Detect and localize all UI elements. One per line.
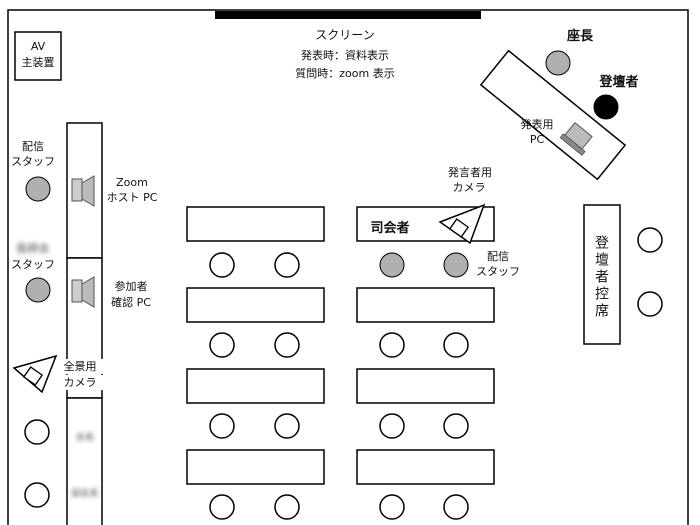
streaming-staff-seat bbox=[25, 176, 51, 202]
empty-seat bbox=[209, 252, 235, 278]
audience-table bbox=[356, 287, 495, 323]
empty-seat bbox=[274, 332, 300, 358]
empty-seat bbox=[379, 332, 405, 358]
screen-note-presentation: 発表時：資料表示 bbox=[301, 49, 389, 62]
empty-seat bbox=[443, 332, 469, 358]
empty-seat bbox=[24, 419, 50, 445]
wide-camera-label: 全景用 bbox=[57, 359, 103, 374]
empty-seat bbox=[209, 332, 235, 358]
audience-table bbox=[186, 449, 325, 485]
audience-table bbox=[186, 206, 325, 242]
questioner-camera-label-sub: カメラ bbox=[452, 181, 486, 194]
empty-seat bbox=[443, 413, 469, 439]
audience-table bbox=[356, 449, 495, 485]
zoom-host-pc-label-sub: ホスト PC bbox=[106, 191, 158, 204]
empty-seat bbox=[443, 494, 469, 520]
speaker-waiting-area bbox=[583, 204, 621, 345]
staff-seat bbox=[379, 252, 405, 278]
zoom-host-pc-icon bbox=[71, 175, 95, 207]
av-label-sub: 主装置 bbox=[21, 56, 55, 69]
questioner-camera-label: 発言者用 bbox=[448, 166, 492, 179]
streaming-staff-right-label-sub: スタッフ bbox=[476, 265, 520, 278]
screen-note-questions: 質問時：zoom 表示 bbox=[295, 67, 395, 80]
empty-seat bbox=[209, 494, 235, 520]
empty-seat bbox=[209, 413, 235, 439]
wide-camera-label-sub: カメラ bbox=[57, 375, 103, 390]
podium-laptop-icon bbox=[559, 121, 593, 156]
moderator-label: 司会者 bbox=[370, 221, 410, 236]
audience-table bbox=[186, 287, 325, 323]
podium-desk bbox=[479, 49, 627, 181]
participant-pc-icon bbox=[71, 276, 95, 308]
zoom-host-pc-label: Zoom bbox=[116, 176, 148, 189]
left-desk-bottom bbox=[66, 397, 103, 525]
podium-pc-label-sub: PC bbox=[529, 133, 545, 146]
chair-seat bbox=[545, 50, 571, 76]
staff-seat-2 bbox=[25, 277, 51, 303]
screen-title: スクリーン bbox=[315, 28, 375, 42]
streaming-staff-right-label: 配信 bbox=[487, 250, 509, 263]
chair-label: 座長 bbox=[566, 29, 593, 44]
wide-camera-icon bbox=[12, 354, 58, 394]
podium-pc-label: 発表用 bbox=[520, 118, 554, 131]
empty-seat bbox=[637, 227, 663, 253]
av-main-unit bbox=[14, 31, 62, 81]
questioner-camera-icon bbox=[438, 203, 486, 245]
participant-pc-label-sub: 確認 PC bbox=[111, 296, 151, 309]
empty-seat bbox=[379, 413, 405, 439]
audience-table bbox=[356, 368, 495, 404]
av-label: AV bbox=[30, 40, 46, 53]
staff-label: スタッフ bbox=[11, 258, 55, 271]
speaker-waiting-label: 登壇者控席 bbox=[593, 234, 609, 320]
empty-seat bbox=[379, 494, 405, 520]
streaming-staff-label: 配信 bbox=[22, 140, 44, 153]
speaker-label: 登壇者 bbox=[599, 75, 639, 90]
participant-pc-label: 参加者 bbox=[114, 280, 148, 293]
side-desk-label: 会長 bbox=[75, 433, 94, 443]
audience-table bbox=[186, 368, 325, 404]
empty-seat bbox=[24, 482, 50, 508]
projection-screen bbox=[215, 11, 481, 19]
empty-seat bbox=[274, 413, 300, 439]
speaker-seat bbox=[593, 94, 619, 120]
empty-seat bbox=[274, 252, 300, 278]
room-outline bbox=[7, 9, 689, 525]
empty-seat bbox=[274, 494, 300, 520]
side-desk-label: 副会長 bbox=[71, 489, 99, 499]
streaming-staff-label-sub: スタッフ bbox=[11, 155, 55, 168]
empty-seat bbox=[637, 291, 663, 317]
blurred-staff-label: 医師会 bbox=[16, 242, 50, 255]
staff-seat bbox=[443, 252, 469, 278]
